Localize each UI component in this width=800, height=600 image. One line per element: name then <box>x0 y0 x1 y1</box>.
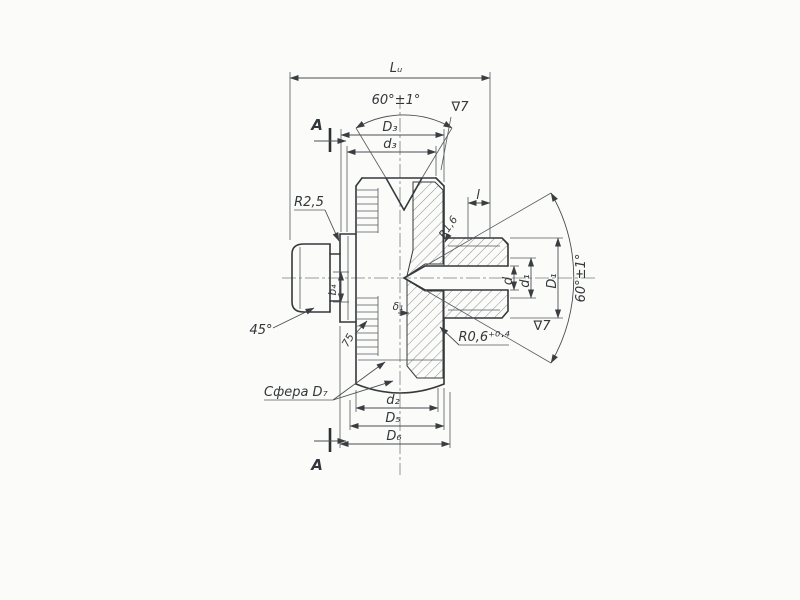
section-marks <box>314 128 347 452</box>
dia-D3-label: D₃ <box>382 120 397 135</box>
section-letter-top: A <box>310 116 323 134</box>
right-cone-angle-label: 60°±1° <box>574 254 589 303</box>
dia-d2-label: d₂ <box>386 393 399 408</box>
surface-finish-top-label: ∇7 <box>451 100 470 115</box>
thread-lines <box>357 188 379 356</box>
sphere-note-label: Сфера D₇ <box>264 385 329 400</box>
angle-45-label: 45° <box>249 323 272 338</box>
labels: Lᵤ 60°±1° ∇7 A A D₃ d₃ R2,5 l R1,6 d d₁ … <box>249 61 589 474</box>
dimension-lines <box>289 72 575 448</box>
dia-D6-label: D₆ <box>386 429 401 444</box>
dia-d1-label: d₁ <box>518 274 533 287</box>
overall-length-label: Lᵤ <box>390 61 403 76</box>
surface-finish-right-label: ∇7 <box>533 319 552 334</box>
width-b4-label: b₄ <box>327 284 339 296</box>
thickness-delta1-label: δ₁ <box>393 301 404 313</box>
length-l-label: l <box>476 188 480 203</box>
center-lines <box>282 95 596 475</box>
dia-d3-label: d₃ <box>383 137 396 152</box>
radius-R25-label: R2,5 <box>294 195 324 210</box>
section-letter-bottom: A <box>310 456 323 474</box>
dia-D1-label: D₁ <box>545 273 560 288</box>
radius-R06-label: R0,6⁺⁰·⁴ <box>458 330 510 345</box>
angle-75-label: 75 <box>340 331 357 349</box>
dia-d-label: d <box>501 276 516 285</box>
top-cone-angle-label: 60°±1° <box>372 93 421 108</box>
section-hatching <box>406 181 509 379</box>
dia-D5-label: D₅ <box>385 411 400 426</box>
leader-lines <box>264 116 509 401</box>
